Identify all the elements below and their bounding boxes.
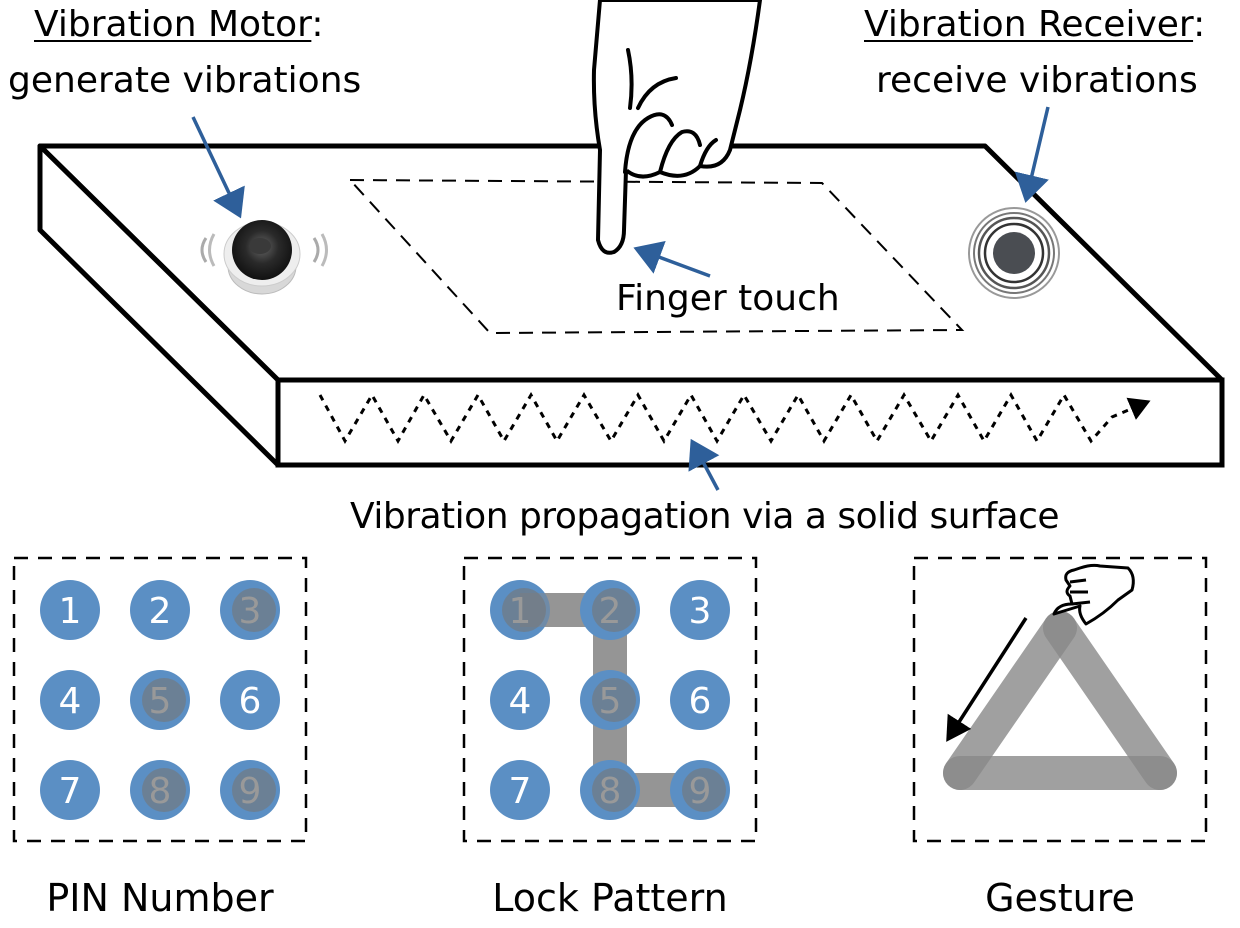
keypad-key-4 xyxy=(40,670,100,730)
pin-number-title: PIN Number xyxy=(46,876,274,920)
keypad-key-label-2: 2 xyxy=(599,591,622,632)
receiver-title: Vibration Receiver xyxy=(864,4,1194,45)
lock-keypad: 1 2 3 4 5 6 7 8 9 xyxy=(490,580,730,820)
key-highlight-1 xyxy=(502,588,546,632)
lock-pattern-title: Lock Pattern xyxy=(492,876,728,920)
keypad-key-label-8: 8 xyxy=(149,771,172,812)
touch-region xyxy=(347,178,965,335)
keypad-key-label-1: 1 xyxy=(59,591,82,632)
vibration-motor-icon xyxy=(200,220,328,295)
propagation-label: Vibration propagation via a solid surfac… xyxy=(350,496,1060,537)
finger-hand-icon xyxy=(591,0,762,255)
keypad-key-label-5: 5 xyxy=(149,681,172,722)
keypad-key-label-6: 6 xyxy=(689,681,712,722)
motor-colon: : xyxy=(311,4,324,45)
pin-keypad: 1 2 3 4 5 6 7 8 9 xyxy=(40,580,280,820)
keypad-key-4 xyxy=(490,670,550,730)
keypad-key-1 xyxy=(40,580,100,640)
keypad-key-3 xyxy=(670,580,730,640)
keypad-key-label-5: 5 xyxy=(599,681,622,722)
keypad-key-label-7: 7 xyxy=(509,771,532,812)
key-highlight-9 xyxy=(682,768,726,812)
keypad-key-label-1: 1 xyxy=(509,591,532,632)
pin-panel-frame xyxy=(12,556,308,843)
vibration-wave xyxy=(318,391,1151,445)
receiver-colon: : xyxy=(1193,4,1206,45)
keypad-key-label-4: 4 xyxy=(509,681,532,722)
gesture-hand-icon xyxy=(1052,563,1135,626)
key-highlight-8 xyxy=(592,768,636,812)
receiver-label: Vibration Receiver: xyxy=(864,4,1205,45)
keypad-key-6 xyxy=(220,670,280,730)
gesture-title: Gesture xyxy=(985,876,1135,920)
keypad-key-label-3: 3 xyxy=(689,591,712,632)
key-highlight-9 xyxy=(232,768,276,812)
key-highlight-5 xyxy=(142,678,186,722)
gesture-panel-frame xyxy=(912,556,1208,843)
keypad-key-7 xyxy=(490,760,550,820)
key-highlight-8 xyxy=(142,768,186,812)
keypad-key-label-9: 9 xyxy=(239,771,262,812)
gesture-triangle xyxy=(943,611,1177,790)
motor-title: Vibration Motor xyxy=(34,4,312,45)
key-highlight-5 xyxy=(592,678,636,722)
keypad-key-6 xyxy=(670,670,730,730)
key-highlight-3 xyxy=(232,588,276,632)
gesture-direction-arrow xyxy=(946,617,1028,742)
receiver-arrow xyxy=(1014,106,1050,203)
keypad-key-label-4: 4 xyxy=(59,681,82,722)
propagation-arrow xyxy=(688,438,720,491)
finger-touch-label: Finger touch xyxy=(616,278,840,319)
motor-description: generate vibrations xyxy=(8,60,362,101)
receiver-description: receive vibrations xyxy=(876,60,1198,101)
keypad-key-2 xyxy=(130,580,190,640)
key-highlight-2 xyxy=(592,588,636,632)
solid-surface-slab xyxy=(37,143,1225,468)
keypad-key-7 xyxy=(40,760,100,820)
keypad-key-label-3: 3 xyxy=(239,591,262,632)
motor-arrow xyxy=(191,116,245,219)
keypad-key-label-2: 2 xyxy=(149,591,172,632)
vibration-receiver-icon xyxy=(968,207,1060,299)
lock-panel-frame xyxy=(462,556,758,843)
motor-label: Vibration Motor: xyxy=(34,4,324,45)
keypad-key-label-6: 6 xyxy=(239,681,262,722)
keypad-key-label-7: 7 xyxy=(59,771,82,812)
keypad-key-label-9: 9 xyxy=(689,771,712,812)
keypad-key-label-8: 8 xyxy=(599,771,622,812)
finger-arrow xyxy=(633,240,711,278)
